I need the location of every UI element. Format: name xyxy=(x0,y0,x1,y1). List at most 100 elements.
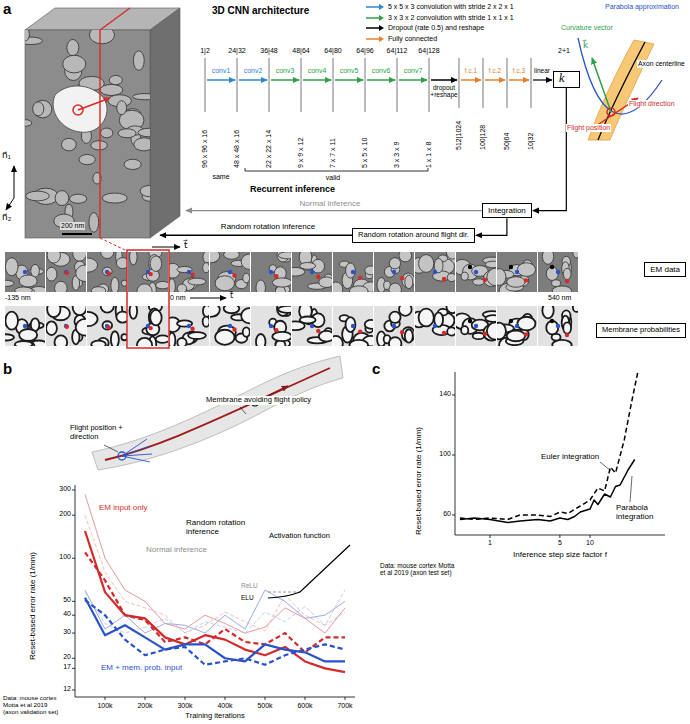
label: f.c.2 xyxy=(489,67,501,74)
em-cell xyxy=(573,252,578,258)
axis xyxy=(75,697,355,698)
em-cell xyxy=(256,334,265,346)
label: Euler integration xyxy=(540,452,600,461)
label: 300 xyxy=(59,485,71,493)
em-cell xyxy=(33,102,44,116)
label: Flight position + direction xyxy=(70,424,132,441)
layer-divider xyxy=(301,58,302,112)
tick xyxy=(265,697,266,700)
tick xyxy=(72,668,75,669)
flight-path xyxy=(105,368,330,460)
label: ELU xyxy=(240,594,255,601)
node-text: Membrane probabilities xyxy=(602,326,680,335)
swatch-head xyxy=(379,25,384,31)
em-cell xyxy=(61,138,76,151)
tick xyxy=(72,615,75,616)
cube-side xyxy=(150,8,180,238)
em-cell xyxy=(137,338,152,346)
em-cell xyxy=(5,312,18,330)
em-cell xyxy=(256,280,265,292)
em-cell xyxy=(507,331,525,342)
em-tile xyxy=(46,306,86,346)
em-cell xyxy=(150,256,161,271)
label: 50|64 xyxy=(503,133,511,150)
legend-text: 5 x 5 x 3 convolution with stride 2 x 2 … xyxy=(388,3,514,10)
label: 100 xyxy=(59,553,71,561)
scale-bar xyxy=(62,233,92,235)
label: Membrane avoiding flight policy xyxy=(205,396,312,405)
em-tile xyxy=(210,252,250,292)
label: k⃗ xyxy=(582,40,589,50)
label: 22 x 22 x 14 xyxy=(265,130,273,168)
label: 96 x 96 x 16 xyxy=(201,130,209,168)
em-cell xyxy=(319,277,332,288)
em-cell xyxy=(79,154,95,164)
label: 17 xyxy=(63,663,71,671)
dot xyxy=(468,265,472,269)
em-cell xyxy=(116,258,127,269)
label: -135 nm xyxy=(5,294,31,302)
em-cell xyxy=(140,185,150,196)
dot xyxy=(483,332,487,336)
dot xyxy=(274,274,278,278)
dot xyxy=(228,324,232,328)
data-line xyxy=(85,494,345,633)
legend-text: 3 x 3 x 2 convolution with stride 1 x 1 … xyxy=(388,14,514,21)
em-cell xyxy=(188,278,206,285)
em-cell xyxy=(461,272,468,280)
layer-arrow xyxy=(399,79,427,81)
tick xyxy=(72,558,75,559)
label: Normal inference xyxy=(145,545,208,554)
legend-row: Dropout (rate 0.5) and reshape xyxy=(365,23,514,34)
em-cell xyxy=(292,267,305,276)
em-cell xyxy=(121,334,127,340)
em-cell xyxy=(333,282,343,292)
em-cell xyxy=(405,329,413,342)
em-tile xyxy=(456,306,496,346)
tick xyxy=(490,535,491,538)
em-cell xyxy=(47,252,60,263)
label: 48|64 xyxy=(292,47,309,55)
label: 36|48 xyxy=(260,47,277,55)
tick xyxy=(305,697,306,700)
em-tile xyxy=(374,306,414,346)
em-cell xyxy=(319,331,332,342)
em-cell xyxy=(124,159,141,169)
em-cell xyxy=(89,30,114,44)
em-tile xyxy=(333,252,373,292)
tick xyxy=(72,490,75,491)
label: conv3 xyxy=(276,67,295,75)
label: 1 xyxy=(488,539,492,547)
label: 5 xyxy=(558,539,562,547)
leader-line xyxy=(600,462,611,471)
em-cell xyxy=(116,312,127,323)
em-cell xyxy=(19,275,37,287)
label: 200k xyxy=(137,702,152,710)
em-cell xyxy=(89,213,99,233)
inference-arrow xyxy=(160,235,352,236)
em-tile xyxy=(497,306,537,346)
em-cell xyxy=(91,341,106,346)
dot xyxy=(515,324,519,328)
em-cell xyxy=(5,280,14,286)
em-cell xyxy=(507,277,525,288)
dot xyxy=(187,324,191,328)
slice-line xyxy=(100,8,130,30)
tick xyxy=(72,633,75,634)
label: Random rotation inference xyxy=(221,222,315,231)
node-text: Random rotation around flight dir. xyxy=(358,231,469,240)
label: Recurrent inference xyxy=(250,184,335,194)
node-box: k⃗ xyxy=(553,71,580,88)
label: n⃗₁ xyxy=(2,150,11,160)
label: dropout +reshape xyxy=(427,84,461,99)
label: 40 xyxy=(63,610,71,618)
tick xyxy=(590,535,591,538)
em-cell xyxy=(46,267,57,281)
em-cell xyxy=(203,263,209,273)
em-cell xyxy=(102,193,127,203)
em-cell xyxy=(447,327,455,335)
label: Flight position xyxy=(566,124,611,132)
em-tile xyxy=(456,252,496,292)
label: 64|80 xyxy=(324,47,341,55)
em-tile xyxy=(169,252,209,292)
